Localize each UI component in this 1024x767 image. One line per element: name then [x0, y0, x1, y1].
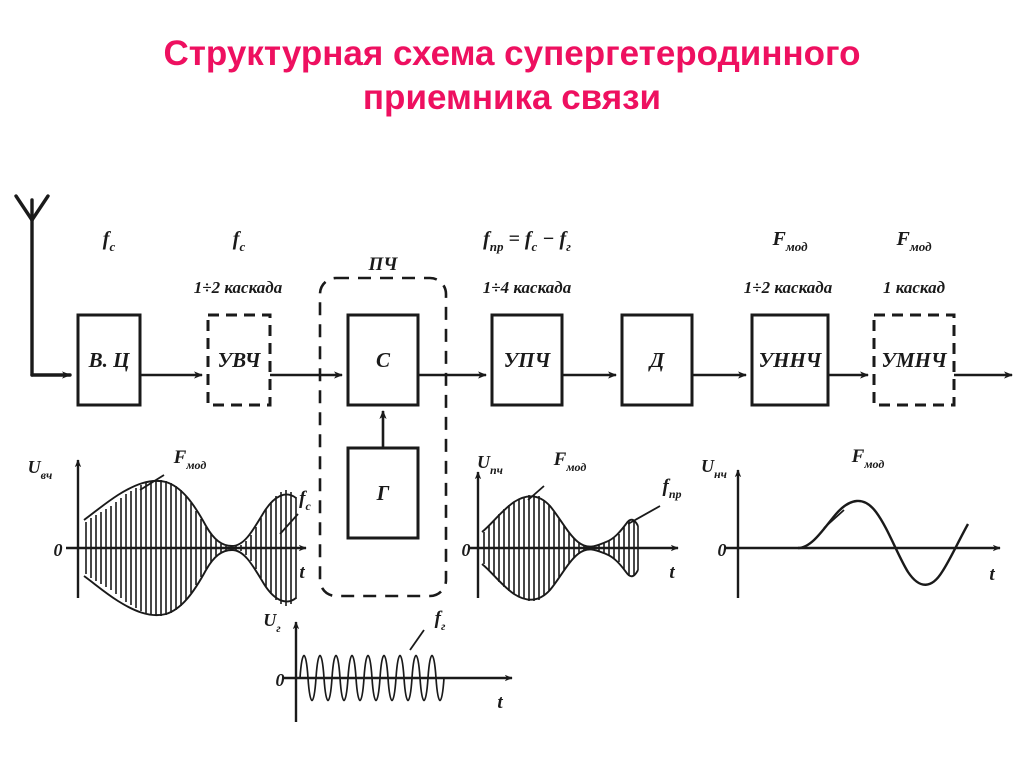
pch-group-label: ПЧ	[368, 254, 399, 275]
freq-label-fpr: fпр = fс − fг	[483, 228, 571, 254]
block-umnch-label: УМНЧ	[881, 348, 948, 372]
waveform-uvch-envelope-upper	[83, 479, 297, 547]
waveform-upch-note-fpr: fпр	[662, 476, 681, 501]
waveform-uvch-note-fmod: Fмод	[173, 447, 207, 472]
waveform-uvch-carrier	[85, 480, 297, 616]
waveform-ugen-axis-label: Uг	[263, 610, 281, 635]
block-unnch[interactable]: УННЧ	[750, 313, 830, 407]
block-detector-label: Д	[648, 348, 665, 372]
waveform-ugen-zero: 0	[276, 670, 285, 690]
freq-label-fmod-2: Fмод	[895, 228, 932, 254]
block-detector[interactable]: Д	[620, 313, 694, 407]
cascade-label-1: 1÷2 каскада	[194, 278, 283, 297]
block-uvch[interactable]: УВЧ	[206, 313, 272, 407]
waveform-unch-t: t	[989, 564, 995, 585]
block-generator[interactable]: Г	[346, 446, 420, 540]
waveform-upch-t: t	[669, 562, 675, 583]
waveform-ugen-t: t	[497, 692, 503, 713]
block-vc[interactable]: В. Ц	[76, 313, 142, 407]
waveform-upch-note-fmod: Fмод	[553, 449, 587, 474]
waveform-uvch-note-fc: fс	[299, 488, 311, 513]
waveform-unch-sine	[797, 499, 970, 586]
waveform-ugen: Uг 0 t fг	[263, 608, 513, 722]
cascade-label-4: 1 каскад	[883, 278, 946, 297]
waveform-unch: Uнч 0 t Fмод	[701, 446, 1001, 598]
waveform-unch-axis-label: Uнч	[701, 456, 727, 481]
freq-label-fc-2: fс	[233, 228, 246, 254]
waveform-unch-note-fmod: Fмод	[851, 446, 885, 471]
freq-label-fc-1: fс	[103, 228, 116, 254]
block-uvch-label: УВЧ	[217, 348, 261, 372]
waveform-unch-zero: 0	[718, 540, 727, 560]
waveform-uvch-axis-label: Uвч	[28, 457, 53, 482]
block-diagram: ПЧ В. Ц УВЧ С Г УПЧ Д УННЧ	[14, 194, 1013, 722]
freq-label-fmod-1: Fмод	[771, 228, 808, 254]
waveform-uvch-envelope-lower	[83, 549, 297, 617]
waveform-upch: Uпч 0 t	[462, 449, 682, 601]
block-smesitel[interactable]: С	[346, 313, 420, 407]
block-upch-label: УПЧ	[504, 348, 552, 372]
page-title-line-2: приемника связи	[362, 78, 662, 117]
block-upch[interactable]: УПЧ	[490, 313, 564, 407]
block-unnch-label: УННЧ	[759, 348, 823, 372]
cascade-label-3: 1÷2 каскада	[744, 278, 833, 297]
pch-group-box	[318, 276, 448, 598]
page-title-line-1: Структурная схема супергетеродинного	[163, 34, 861, 73]
block-smesitel-label: С	[376, 348, 391, 372]
waveform-ugen-note-fg: fг	[435, 608, 446, 633]
waveform-uvch-t: t	[299, 562, 305, 583]
page-title: Структурная схема супергетеродинного при…	[60, 32, 964, 120]
antenna-icon	[14, 194, 72, 379]
block-umnch[interactable]: УМНЧ	[872, 313, 956, 407]
connectors	[140, 371, 1013, 448]
waveform-upch-carrier	[483, 495, 639, 601]
cascade-label-2: 1÷4 каскада	[483, 278, 572, 297]
waveform-uvch: Uвч 0 t	[28, 447, 312, 617]
waveform-uvch-zero: 0	[54, 540, 63, 560]
waveform-upch-axis-label: Uпч	[477, 452, 503, 477]
waveform-ugen-sine	[299, 654, 445, 702]
block-generator-label: Г	[376, 481, 390, 505]
waveform-upch-zero: 0	[462, 540, 471, 560]
block-vc-label: В. Ц	[88, 348, 131, 372]
